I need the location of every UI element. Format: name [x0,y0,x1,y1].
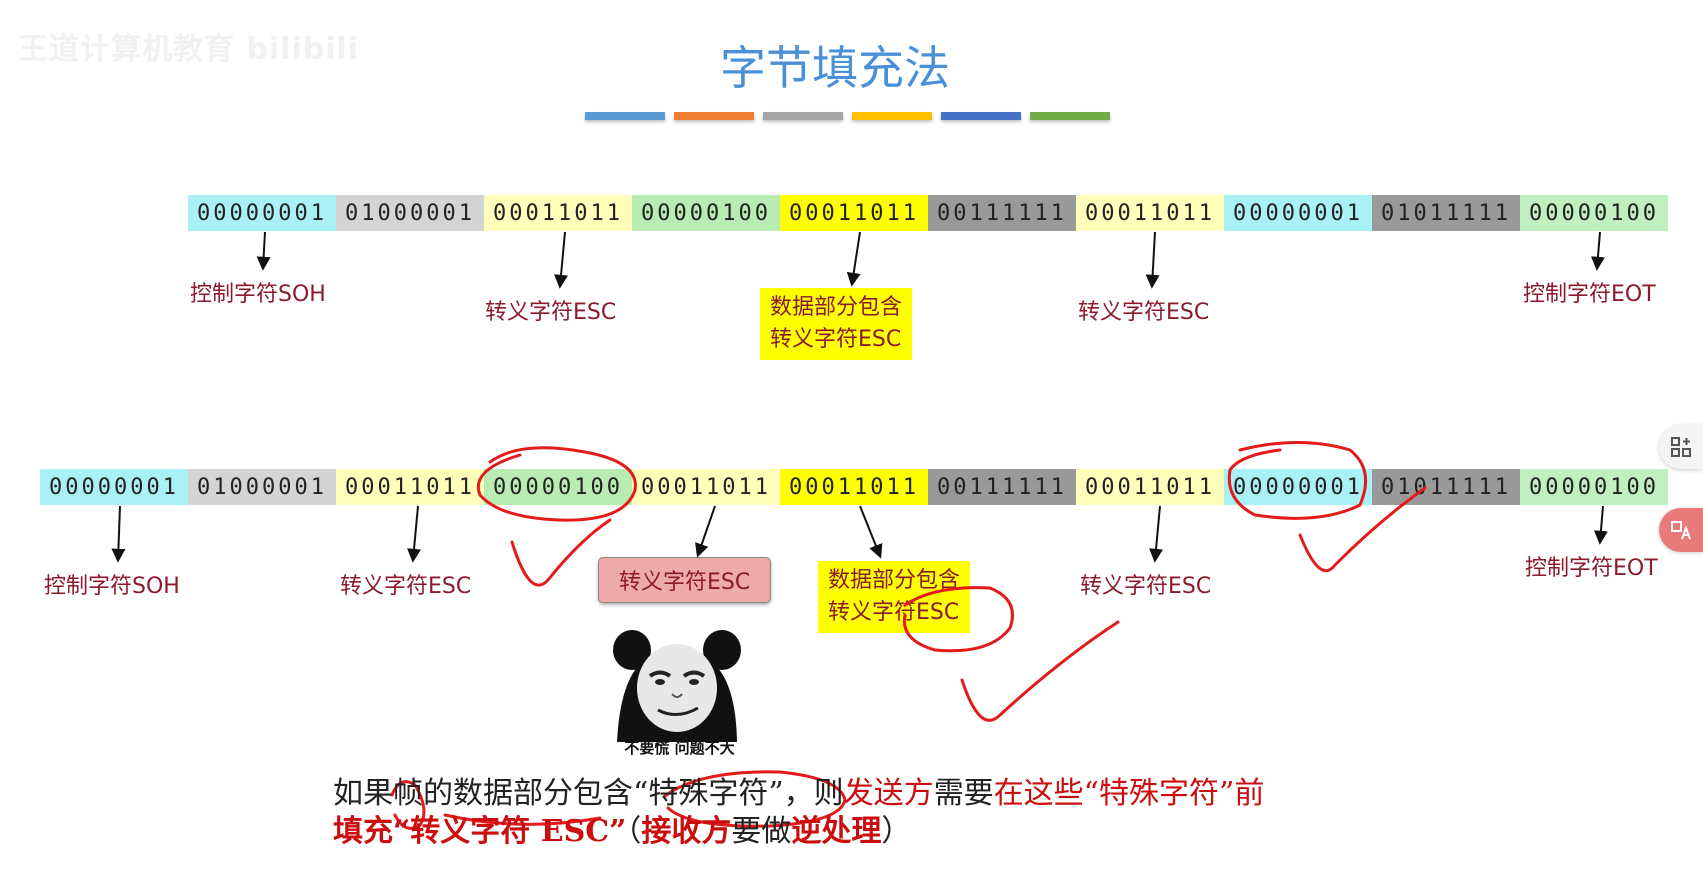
byte-cell-data: 00000100 [484,469,632,505]
watermark: 王道计算机教育 bilibili [18,32,360,67]
arrow-soh-2 [111,505,126,563]
label-eot-2: 控制字符EOT [1525,556,1658,581]
highlight-reverse: 逆处理 [791,814,882,849]
byte-cell-dark: 01011111 [1372,469,1520,505]
byte-cell-data: 00000100 [632,195,780,231]
label-esc-2b: 转义字符ESC [1080,574,1212,599]
arrow-stuffed-esc [695,505,716,558]
highlight-fill-esc: 填充“转义字符 ESC” [333,814,627,849]
arrow-soh-1 [256,231,271,271]
byte-cell-soh: 00000001 [1224,195,1372,231]
translate-icon[interactable] [1659,508,1703,552]
highlight-receiver: 接收方 [641,814,732,849]
byte-cell-dataesc: 00011011 [780,469,928,505]
label-data-esc-1: 数据部分包含 转义字符ESC [760,288,913,360]
arrow-eot-1 [1590,231,1605,271]
explanation-part: （ [626,814,642,849]
explanation-part: 如果帧的数据部分包含“特殊字符”，则 [333,776,844,811]
stripe-0 [585,112,665,120]
stripe-3 [852,112,932,120]
byte-cell-dark: 01011111 [1372,195,1520,231]
stripe-4 [941,112,1021,120]
explanation-line1: 如果帧的数据部分包含“特殊字符”，则发送方需要在这些“特殊字符”前 [333,775,1264,813]
title-stripes [585,112,1110,120]
byte-cell-eot: 00000100 [1520,195,1668,231]
byte-cell-eot: 00000100 [1520,469,1668,505]
arrow-data-2 [859,505,883,559]
byte-cell-soh: 00000001 [1224,469,1372,505]
label-data-line1: 数据部分包含 [828,568,961,593]
panda-meme-image [612,622,742,742]
label-stuffed-esc: 转义字符ESC [598,557,772,603]
byte-cell-esc: 00011011 [1076,469,1224,505]
label-soh-1: 控制字符SOH [190,282,326,307]
highlight-special-chars: 在这些“特殊字符”前 [993,776,1265,811]
byte-cell-soh: 00000001 [40,469,188,505]
byte-cell-gray: 01000001 [188,469,336,505]
arrow-esc-1b [1145,231,1160,289]
byte-cell-dark: 00111111 [928,195,1076,231]
byte-cell-esc: 00011011 [484,195,632,231]
stripe-5 [1030,112,1110,120]
byte-cell-dataesc: 00011011 [780,195,928,231]
explanation-text: 如果帧的数据部分包含“特殊字符”，则发送方需要在这些“特殊字符”前 填充“转义字… [333,775,1264,851]
label-esc-2a: 转义字符ESC [340,574,472,599]
apps-icon[interactable] [1659,425,1703,469]
meme-caption: 不要慌 问题不大 [624,739,735,757]
label-data-line1: 数据部分包含 [770,295,903,320]
check-annot-1 [510,518,612,587]
explanation-line2: 填充“转义字符 ESC”（接收方要做逆处理） [333,813,1264,851]
arrow-esc-1a [554,231,569,289]
stripe-1 [674,112,754,120]
grid-icon [1671,437,1691,457]
label-esc-1b: 转义字符ESC [1078,300,1210,325]
check-annot-3 [960,620,1120,722]
byte-cell-dark: 00111111 [928,469,1076,505]
stripe-2 [763,112,843,120]
highlight-sender: 发送方 [843,776,934,811]
arrow-eot-2 [1593,505,1608,545]
page-title: 字节填充法 [720,41,950,95]
translate-glyph-icon [1671,521,1691,540]
byte-cell-gray: 01000001 [336,195,484,231]
byte-cell-soh: 00000001 [188,195,336,231]
byte-cell-esc: 00011011 [632,469,780,505]
byte-cell-esc: 00011011 [336,469,484,505]
label-data-esc-2: 数据部分包含 转义字符ESC [818,561,971,633]
label-data-line2: 转义字符ESC [770,327,902,352]
arrow-data-1 [846,231,861,287]
explanation-part: 需要 [933,776,994,811]
label-data-line2: 转义字符ESC [828,600,960,625]
byte-cell-esc: 00011011 [1076,195,1224,231]
label-soh-2: 控制字符SOH [44,574,180,599]
arrow-esc-2b [1149,505,1164,563]
arrow-esc-2a [407,505,422,563]
label-esc-1a: 转义字符ESC [485,300,617,325]
label-eot-1: 控制字符EOT [1523,282,1656,307]
explanation-part: 要做 [731,814,792,849]
explanation-part: ） [881,814,912,849]
